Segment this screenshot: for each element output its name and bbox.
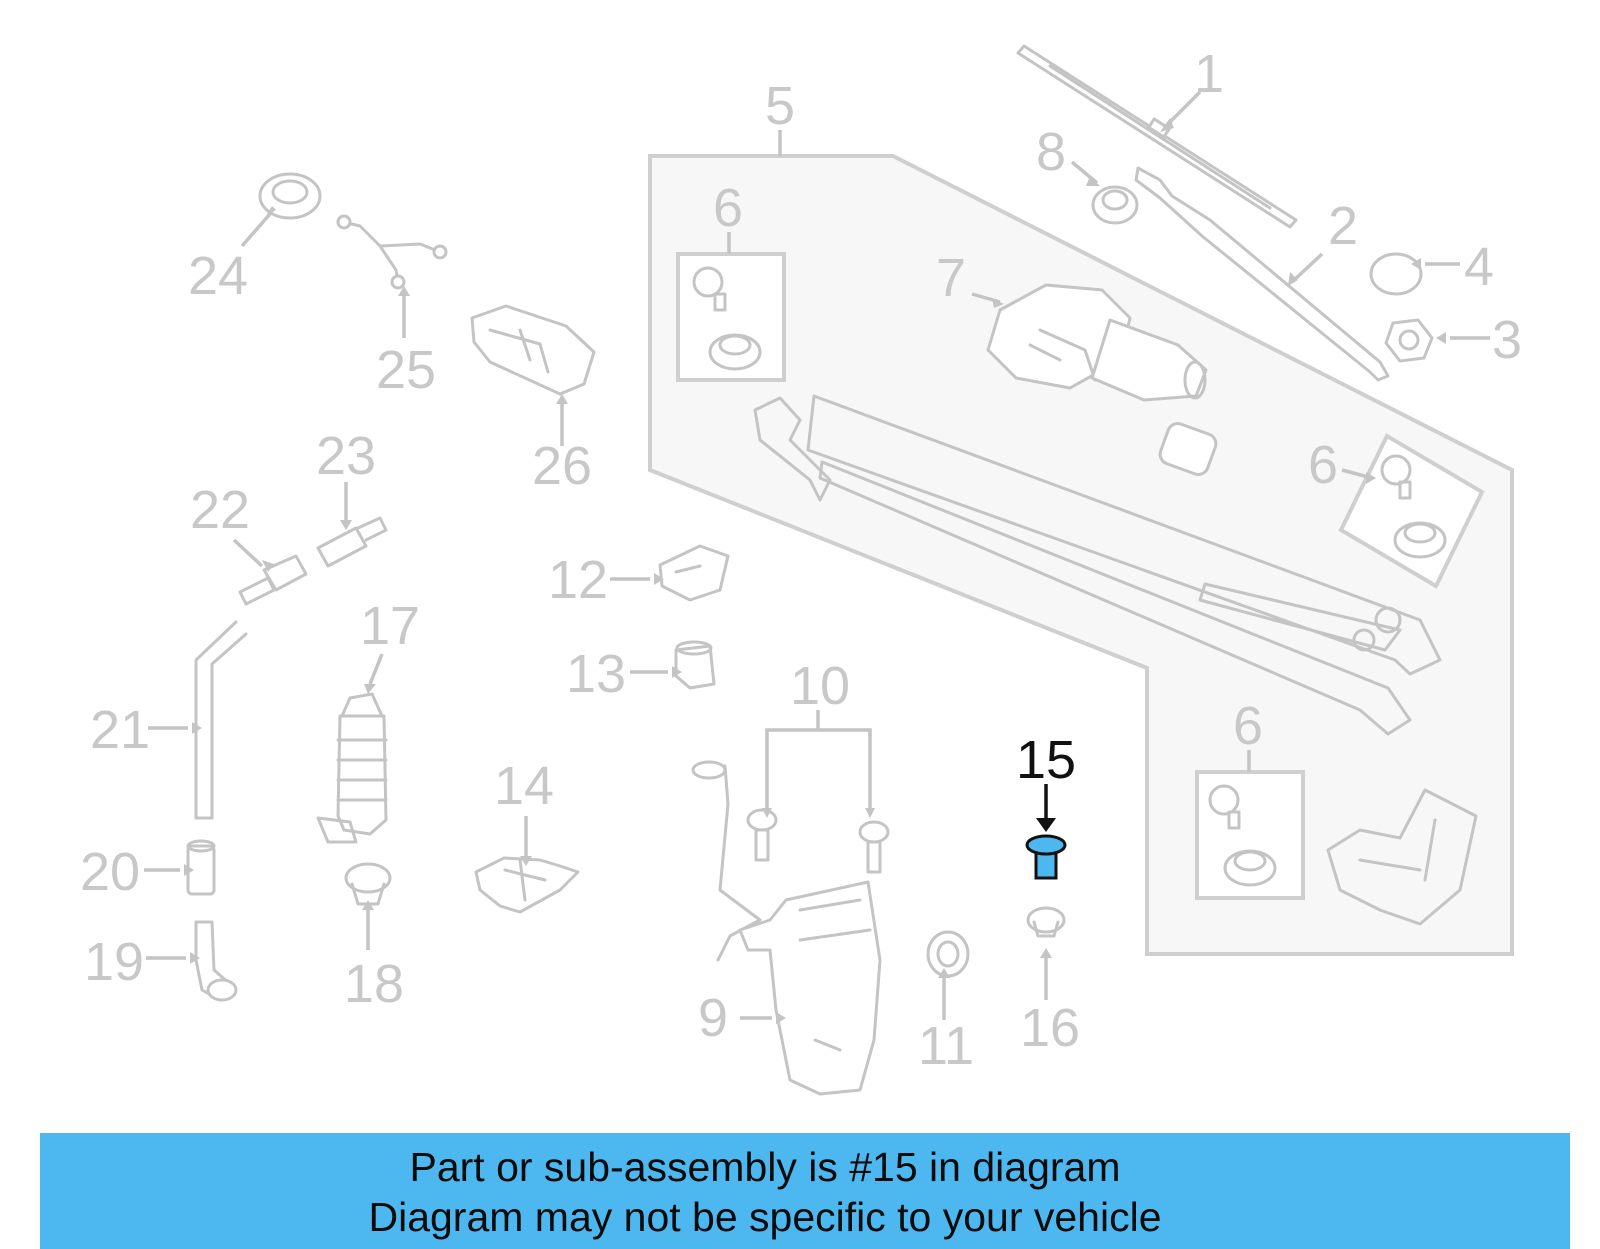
grommet-part-8 xyxy=(1091,185,1139,225)
connector-part-22 xyxy=(238,554,308,606)
label-16: 16 xyxy=(1020,998,1080,1058)
leader-22 xyxy=(232,538,264,568)
elbow-part-19 xyxy=(194,920,238,1002)
label-13: 13 xyxy=(566,644,626,704)
label-9: 9 xyxy=(698,988,728,1048)
grommet-part-18 xyxy=(344,862,392,906)
label-17: 17 xyxy=(360,596,420,656)
label-2: 2 xyxy=(1328,196,1358,256)
wiper-linkage xyxy=(753,394,1442,736)
leader-arrowheads xyxy=(184,118,1446,1024)
cap-part-4 xyxy=(1369,252,1423,296)
bracket-part-14 xyxy=(474,856,580,914)
label-20: 20 xyxy=(80,842,140,902)
label-22: 22 xyxy=(190,480,250,540)
connector-part-20 xyxy=(186,839,216,896)
leader-15-arrowhead xyxy=(1036,818,1056,832)
grommet-part-16 xyxy=(1026,906,1066,938)
filler-cap-part xyxy=(658,544,730,602)
info-banner: Part or sub-assembly is #15 in diagram D… xyxy=(40,1133,1570,1249)
label-19: 19 xyxy=(84,932,144,992)
label-26: 26 xyxy=(532,436,592,496)
label-8: 8 xyxy=(1036,122,1066,182)
label-4: 4 xyxy=(1464,237,1494,297)
label-10: 10 xyxy=(790,656,850,716)
connector-part-25 xyxy=(336,214,448,290)
connector-part-23 xyxy=(316,516,388,568)
washer-pump-part xyxy=(316,692,388,844)
leader-2 xyxy=(1290,252,1324,284)
nut-part-3 xyxy=(1384,318,1434,363)
bolt-part-10a xyxy=(746,808,778,862)
label-12: 12 xyxy=(548,550,608,610)
label-6a: 6 xyxy=(713,178,743,238)
bolt-grommet-6b xyxy=(1380,454,1447,559)
wiper-blade-part xyxy=(1016,44,1298,229)
leader-10 xyxy=(765,728,872,808)
label-25: 25 xyxy=(376,340,436,400)
bolt-grommet-6c xyxy=(1208,784,1277,887)
assembly-5-outline xyxy=(648,154,1514,956)
nut-part-11 xyxy=(926,930,970,978)
label-6c: 6 xyxy=(1233,696,1263,756)
label-21: 21 xyxy=(90,700,150,760)
label-15: 15 xyxy=(1016,730,1076,790)
label-24: 24 xyxy=(188,246,248,306)
bolt-grommet-6a xyxy=(692,266,762,371)
leader-24 xyxy=(240,212,272,248)
banner-line-2: Diagram may not be specific to your vehi… xyxy=(368,1194,1162,1240)
grommet-part-24 xyxy=(258,172,322,220)
nozzle-part-26 xyxy=(470,304,596,396)
banner-line-1: Part or sub-assembly is #15 in diagram xyxy=(409,1144,1121,1190)
box-6-b xyxy=(1338,433,1485,589)
label-18: 18 xyxy=(344,954,404,1014)
label-23: 23 xyxy=(316,426,376,486)
bolt-part-10b xyxy=(858,820,890,874)
hose-part-21 xyxy=(194,620,248,820)
wiper-arm-part xyxy=(1134,166,1390,382)
bracket-part xyxy=(1326,788,1478,926)
label-11: 11 xyxy=(918,1016,974,1076)
highlighted-part-15 xyxy=(1025,834,1067,880)
label-7: 7 xyxy=(936,248,966,308)
washer-reservoir-part xyxy=(691,760,882,1096)
clip-part-13 xyxy=(674,640,716,690)
label-6b: 6 xyxy=(1308,435,1338,495)
leader-17 xyxy=(368,653,384,685)
label-14: 14 xyxy=(494,756,554,816)
wiper-motor-part xyxy=(986,283,1208,402)
label-5: 5 xyxy=(765,76,795,136)
label-1: 1 xyxy=(1194,44,1224,104)
label-3: 3 xyxy=(1492,310,1522,370)
